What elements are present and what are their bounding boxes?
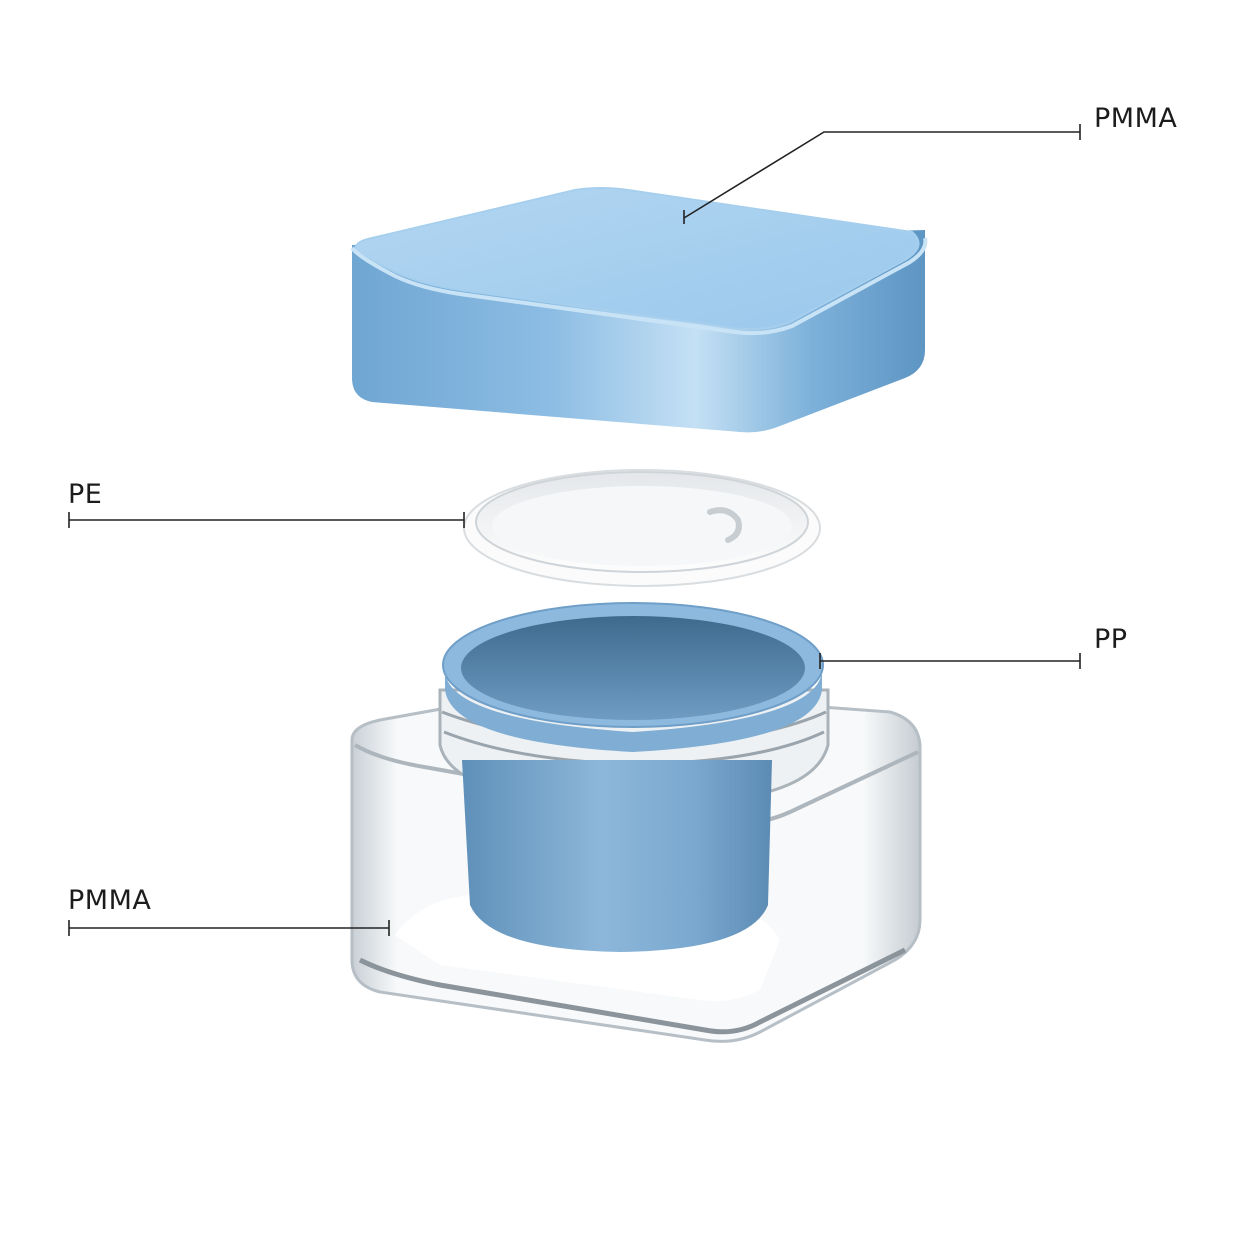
liner-material-label: PE	[68, 479, 102, 510]
label-inner-cup: PP	[819, 624, 1128, 669]
lid-top-rim	[350, 237, 928, 336]
outer-jar-material-label: PMMA	[68, 885, 151, 916]
label-lid: PMMA	[683, 103, 1177, 224]
liner-disc	[463, 469, 821, 587]
inner-cup-body	[462, 760, 772, 952]
label-liner: PE	[68, 479, 465, 528]
outer-jar-base	[358, 947, 907, 1035]
inner-cup	[438, 602, 830, 952]
inner-cup-material-label: PP	[1094, 624, 1128, 655]
lid-material-label: PMMA	[1094, 103, 1177, 134]
label-outer-jar: PMMA	[68, 885, 390, 936]
lid	[350, 187, 928, 433]
